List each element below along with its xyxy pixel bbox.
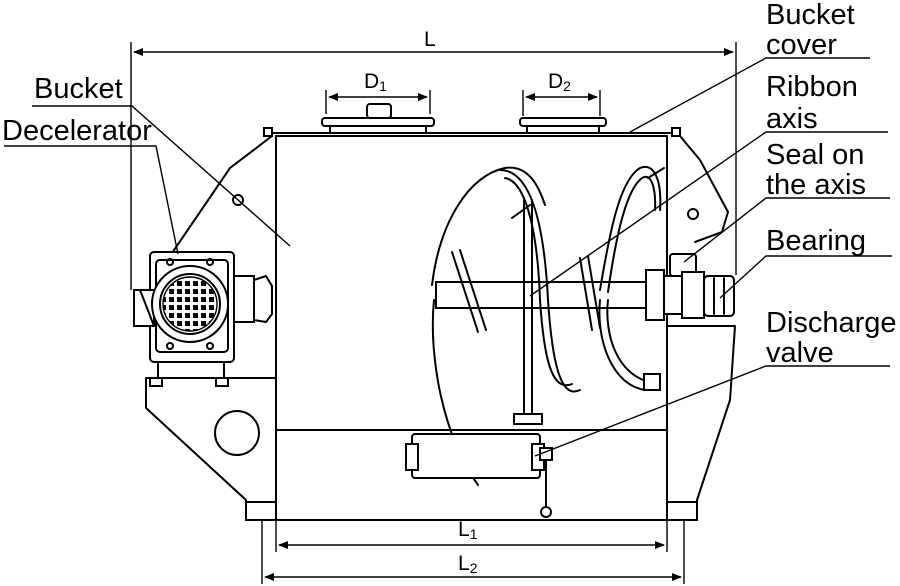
decelerator <box>133 251 273 379</box>
dimension-d1: D1 <box>325 70 431 114</box>
svg-text:D1: D1 <box>364 70 387 94</box>
bearing <box>681 271 735 319</box>
dim-l1-sub: 1 <box>470 526 478 542</box>
dimension-l: L <box>130 28 737 290</box>
dim-l2-sub: 2 <box>470 560 478 576</box>
label-bucket: Bucket <box>34 73 123 105</box>
leader-lines-right <box>529 57 892 457</box>
label-bucket-cover-line1: Bucket <box>766 0 855 31</box>
label-discharge-line1: Discharge <box>766 307 897 339</box>
dim-d1-sub: 1 <box>379 78 387 94</box>
label-discharge-line2: valve <box>766 337 834 369</box>
dimension-d2: D2 <box>522 70 601 116</box>
label-bucket-cover-line2: cover <box>766 29 837 61</box>
svg-text:L1: L1 <box>458 518 478 542</box>
label-seal-line1: Seal on <box>766 139 864 171</box>
right-end-frame <box>666 135 736 521</box>
label-decelerator: Decelerator <box>2 115 152 147</box>
dim-l2-label: L <box>458 552 470 575</box>
label-ribbon-axis-line1: Ribbon <box>766 71 858 103</box>
label-seal-line2: the axis <box>766 169 866 201</box>
dim-d2-label: D <box>548 70 563 93</box>
dim-l-label: L <box>424 28 436 51</box>
dimension-l1: L1 <box>275 518 668 552</box>
discharge-valve <box>405 433 553 518</box>
label-bearing: Bearing <box>766 225 866 257</box>
callout-labels: Bucket cover Ribbon axis Seal on the axi… <box>2 0 897 369</box>
ribbon-agitator <box>431 165 665 486</box>
svg-text:L2: L2 <box>458 552 478 576</box>
inlet-port-d2 <box>519 117 607 134</box>
dim-d1-label: D <box>364 70 379 93</box>
dim-d2-sub: 2 <box>563 78 571 94</box>
dim-l1-label: L <box>458 518 470 541</box>
label-ribbon-axis-line2: axis <box>766 103 818 135</box>
inlet-port-d1 <box>321 103 435 134</box>
dimension-l2: L2 <box>261 520 685 584</box>
leader-lines-left <box>4 105 291 255</box>
svg-text:D2: D2 <box>548 70 571 94</box>
